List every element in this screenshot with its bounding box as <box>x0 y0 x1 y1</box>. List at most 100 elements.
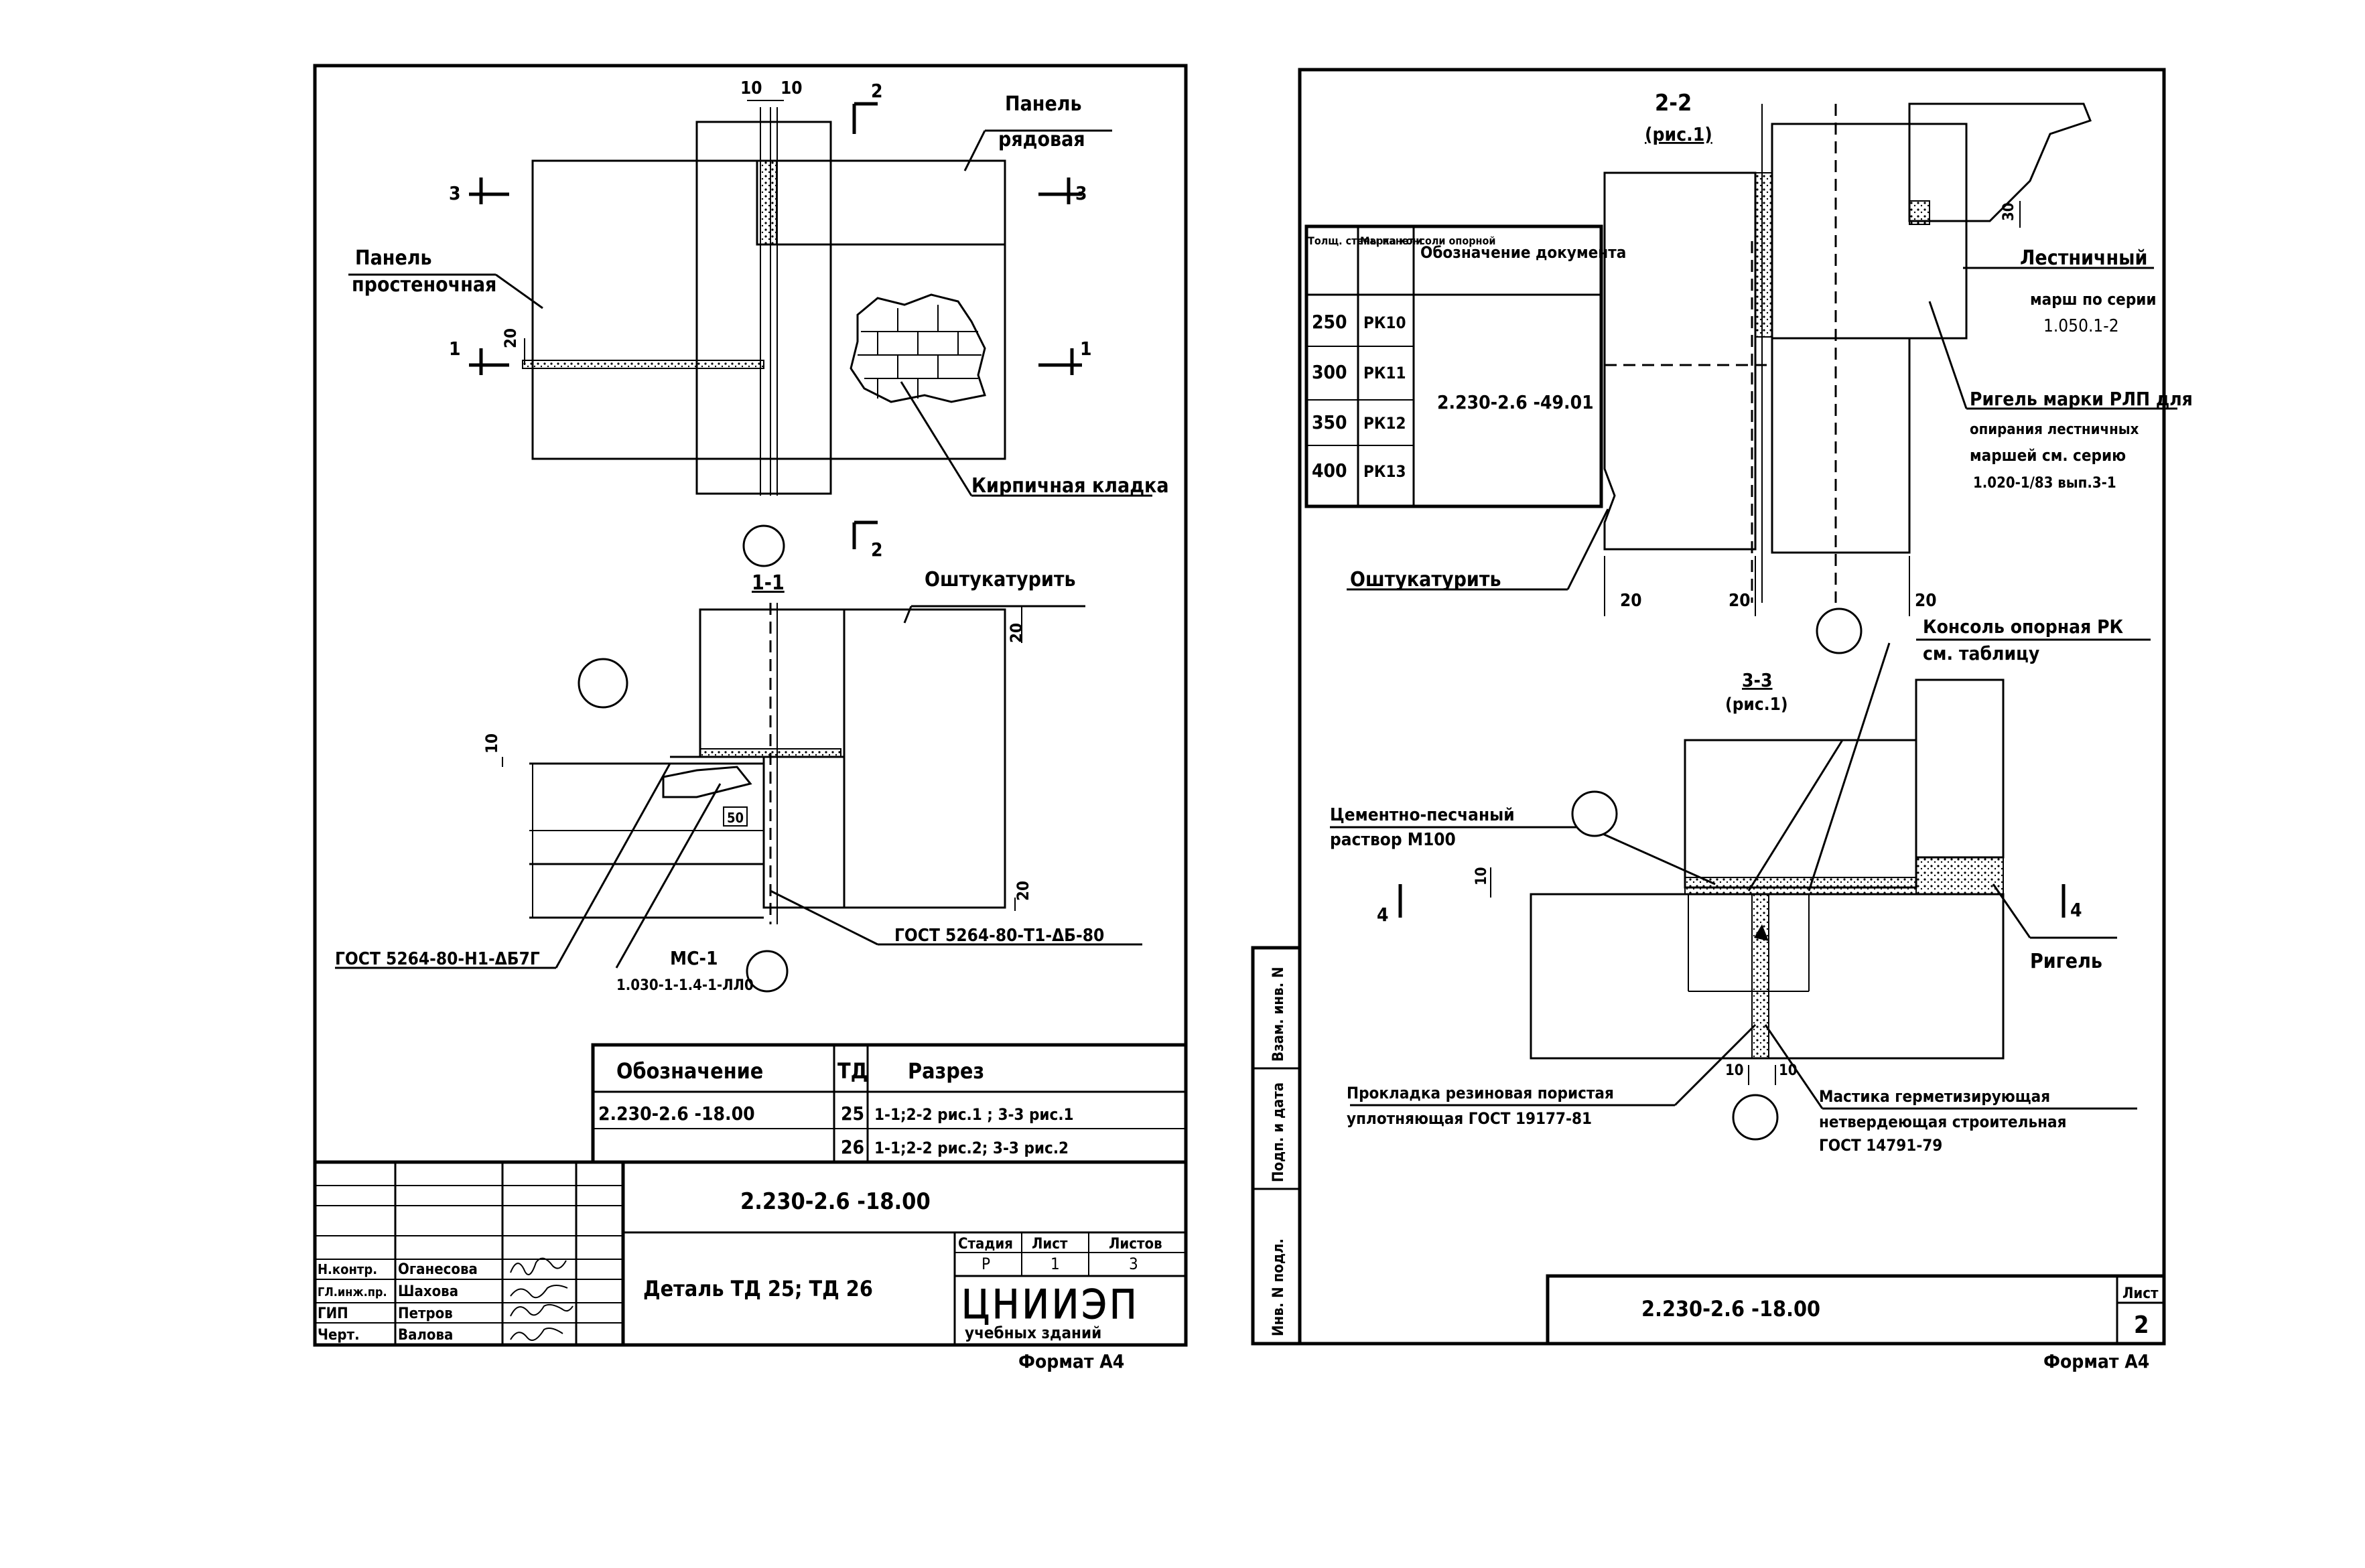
cut-label: 1 <box>1080 338 1092 360</box>
mortar-fill <box>1755 172 1773 338</box>
stamp-header: Стадия <box>958 1236 1013 1253</box>
leader-gost-right <box>770 889 878 946</box>
stamp-code: 2.230-2.6 -18.00 <box>1641 1296 1820 1322</box>
format-label: Формат А4 <box>2043 1350 2149 1372</box>
console-cell: РК11 <box>1363 364 1406 382</box>
panel-hatch <box>843 608 1006 909</box>
ref-cell: 26 <box>841 1136 864 1158</box>
riegel-label: опирания лестничных <box>1970 421 2139 438</box>
dim-box <box>723 806 748 827</box>
dim-label: 30 <box>2001 202 2017 221</box>
dim-label: 20 <box>1620 591 1642 611</box>
stamp-value: 3 <box>1129 1255 1138 1273</box>
console-cell: 350 <box>1312 411 1347 433</box>
console-cell: 400 <box>1312 459 1347 482</box>
section-subtitle: (рис.1) <box>1645 123 1712 145</box>
person: Оганесова <box>398 1261 478 1278</box>
ref-cell: 1-1;2-2 рис.1 ; 3-3 рис.1 <box>874 1105 1074 1124</box>
ref-header: Разрез <box>908 1058 984 1084</box>
console-doc: 2.230-2.6 -49.01 <box>1437 391 1594 413</box>
stamp-value: Р <box>982 1255 990 1273</box>
gasket-label: Прокладка резиновая пористая <box>1347 1084 1614 1102</box>
dim-label: 20 <box>1007 623 1026 643</box>
role: Черт. <box>318 1327 360 1344</box>
mortar-label: Цементно-песчаный <box>1330 805 1515 825</box>
org-name: учебных зданий <box>965 1324 1101 1342</box>
mc-series-label: 1.030-1-1.4-1-ЛЛ0 <box>616 977 754 994</box>
dim-label: 10 <box>1725 1062 1744 1079</box>
stair-label: 1.050.1-2 <box>2043 316 2119 336</box>
ref-cell: 2.230-2.6 -18.00 <box>598 1102 755 1125</box>
leader-pier-panel <box>495 273 543 309</box>
section-1-1: 1-1 Оштукат <box>335 568 1142 994</box>
panel-hatch <box>1603 171 1757 551</box>
leader-console <box>1808 642 1891 892</box>
section-subtitle: (рис.1) <box>1725 695 1788 715</box>
mortar-fill <box>1684 877 1917 895</box>
section-2-2: 2-2 (рис.1) 30 Лестн <box>1347 90 2193 892</box>
gost-right-label: ГОСТ 5264-80-Т1-ΔБ-80 <box>894 926 1104 946</box>
stair-label: марш по серии <box>2030 290 2157 309</box>
right-stamp-frame <box>1546 1274 2166 1346</box>
console-label: см. таблицу <box>1923 642 2039 664</box>
role: ГЛ.инж.пр. <box>318 1285 387 1299</box>
detail-circle <box>1816 608 1863 654</box>
cut-marks <box>469 102 1082 549</box>
cut-label: 2 <box>871 539 883 561</box>
cut-label: 4 <box>2070 899 2082 921</box>
leader-gost-left <box>555 763 671 969</box>
ref-cell: 25 <box>841 1102 864 1125</box>
console-header: Марка консоли опорной <box>1360 234 1495 247</box>
right-sheet: Взам. инв. N Подп. и дата Инв. N подл. Т… <box>1251 68 2193 1372</box>
dim-label: 20 <box>1014 881 1032 901</box>
org-logo: ЦНИИЭП <box>961 1281 1140 1328</box>
stamp-frame <box>313 1160 1188 1347</box>
plaster-label: Оштукатурить <box>925 568 1076 591</box>
dim-label: 10 <box>1473 867 1490 885</box>
console-header: Обозначение документа <box>1420 243 1626 262</box>
joint-fill <box>760 160 777 245</box>
right-stamp: 2.230-2.6 -18.00 Лист 2 <box>1546 1274 2166 1346</box>
leader-console-3 <box>1747 739 1844 892</box>
detail-circle <box>746 950 789 993</box>
panel-hatch <box>1684 739 1917 889</box>
section-3-3: 3-3 (рис.1) <box>1330 669 2137 1155</box>
cut-label: 3 <box>449 182 461 204</box>
dim-label: 20 <box>1729 591 1751 611</box>
leader-mastic <box>1764 1024 1824 1109</box>
role: ГИП <box>318 1305 348 1322</box>
mastic-label: Мастика герметизирующая <box>1819 1087 2050 1106</box>
brick-cutout <box>850 293 986 403</box>
riegel-label-3: Ригель <box>2030 950 2102 973</box>
gasket-label: уплотняющая ГОСТ 19177-81 <box>1347 1109 1592 1128</box>
console-cell: РК10 <box>1363 313 1406 332</box>
console-table-frame <box>1304 224 1603 508</box>
plan-view: 10 10 2 2 3 3 1 1 20 Панель рядовая Пане… <box>348 78 1169 567</box>
console-header: Толщ. стены панели <box>1308 234 1422 247</box>
gasket <box>1754 924 1769 941</box>
side-stamp-label: Инв. N подл. <box>1270 1238 1287 1336</box>
console-cell: 250 <box>1312 311 1347 333</box>
row-panel-label-1: Панель <box>1005 92 1082 116</box>
side-stamp-label: Подп. и дата <box>1270 1082 1287 1182</box>
console-header-part: Марка консоли опорной <box>1360 234 1495 247</box>
person: Петров <box>398 1305 453 1322</box>
cut-label: 3 <box>1075 182 1087 204</box>
leader-mortar <box>1587 826 1716 885</box>
stamp-header: Листов <box>1109 1236 1162 1253</box>
side-stamp <box>1251 946 1302 1346</box>
leader-riegel <box>1928 301 1968 409</box>
leader-plaster <box>903 605 913 624</box>
section-title: 2-2 <box>1655 90 1692 117</box>
stair-hatch <box>1908 102 2092 222</box>
cut-label: 4 <box>1377 904 1389 926</box>
stair-label: Лестничный <box>2020 246 2147 270</box>
mastic-label: ГОСТ 14791-79 <box>1819 1136 1942 1155</box>
dim-label: 20 <box>501 328 520 348</box>
dim-label: 10 <box>1779 1062 1798 1079</box>
pier-panel-label-1: Панель <box>355 246 432 270</box>
dim-label: 10 <box>740 78 762 98</box>
joint-fill <box>1751 894 1769 1059</box>
console-cell: РК13 <box>1363 462 1406 481</box>
